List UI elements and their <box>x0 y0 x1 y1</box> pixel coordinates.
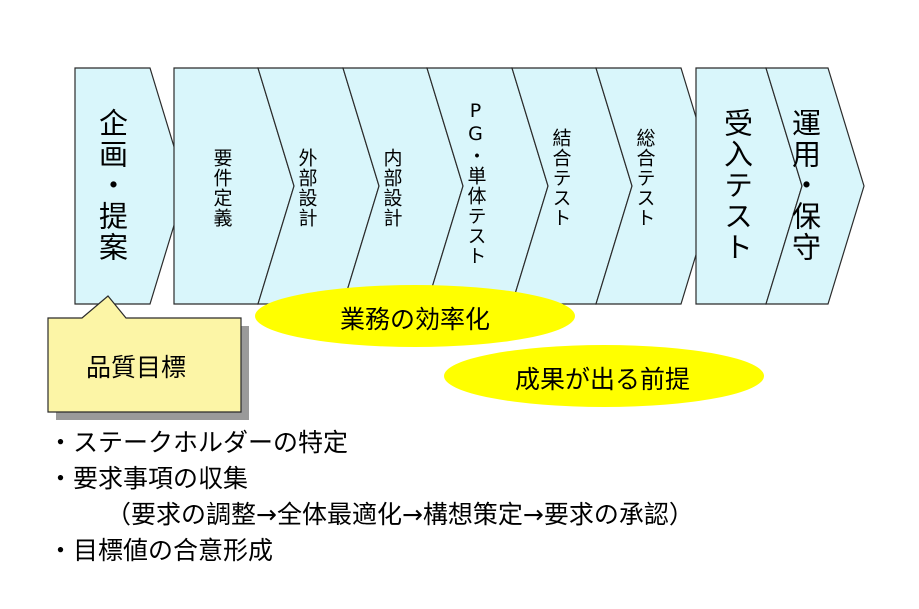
premise-ellipse <box>444 345 764 407</box>
notes-list: ・ステークホルダーの特定 ・要求事項の収集 （要求の調整→全体最適化→構想策定→… <box>48 425 694 569</box>
quality-goal-label: 品質目標 <box>86 353 187 382</box>
note-item: ・要求事項の収集 <box>48 464 249 493</box>
phase-chevron-planning <box>74 67 187 305</box>
phase-label-acceptance-test: 受入テスト <box>719 108 754 263</box>
phase-label-internal-design: 内部設計 <box>380 148 403 228</box>
phase-label-requirements: 要件定義 <box>210 148 233 228</box>
callout-shape <box>47 295 249 420</box>
efficiency-ellipse <box>255 285 575 347</box>
callout-body <box>47 295 242 413</box>
efficiency-label: 業務の効率化 <box>340 305 491 334</box>
process-flow-diagram <box>47 67 865 420</box>
phase-label-integration-test: 結合テスト <box>549 128 572 228</box>
phase-label-planning: 企画・提案 <box>94 108 129 263</box>
note-item: ・ステークホルダーの特定 <box>48 428 349 457</box>
note-item: （要求の調整→全体最適化→構想策定→要求の承認） <box>106 500 694 529</box>
phase-chevron-operation <box>765 67 865 305</box>
phase-label-external-design: 外部設計 <box>295 148 318 228</box>
phase-label-system-test: 総合テスト <box>633 128 656 228</box>
phase-chevrons <box>74 67 865 305</box>
phase-label-pg-unit-test: PG・単体テスト <box>464 100 487 266</box>
note-item: ・目標値の合意形成 <box>48 536 274 565</box>
phase-label-operation: 運用・保守 <box>787 108 822 263</box>
phase-chevron-system-test <box>595 67 718 305</box>
premise-label: 成果が出る前提 <box>515 365 691 394</box>
